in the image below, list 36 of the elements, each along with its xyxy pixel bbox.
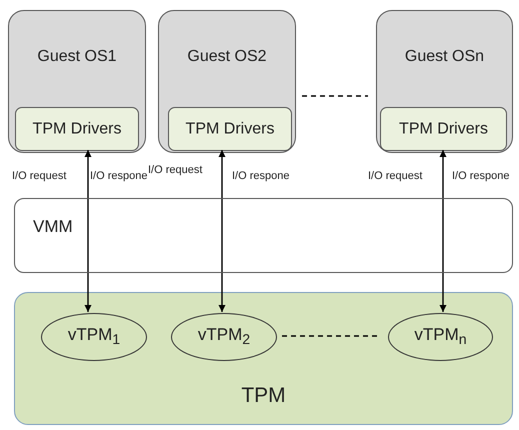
arrow-label: I/O respone (90, 170, 148, 182)
node-label: vTPM$_{n}$ (414, 324, 467, 350)
arrow-label: I/O request (148, 164, 202, 176)
driver-box (168, 107, 292, 151)
arrow-label: I/O respone (452, 170, 510, 182)
box-title: VMM (33, 217, 73, 238)
double-arrow (440, 273, 446, 312)
driver-box (15, 107, 139, 151)
driver-box (380, 107, 507, 151)
guest-os-box (158, 10, 296, 153)
box-title: Guest OS2 (187, 47, 267, 66)
ellipse-node (388, 313, 493, 361)
node-label: vTPM$_{1}$ (68, 324, 120, 350)
box-label: TPM Drivers (32, 119, 122, 139)
box-title: Guest OS1 (37, 47, 117, 66)
double-arrow (440, 150, 446, 198)
node-label: vTPM$_{2}$ (198, 324, 250, 350)
guest-os-box (8, 10, 146, 153)
arrow-label: I/O request (368, 170, 422, 182)
arrow-label: I/O request (12, 170, 66, 182)
double-arrow (84, 273, 92, 312)
box-title: Guest OSn (404, 47, 484, 66)
box-label: TPM Drivers (186, 119, 274, 139)
layer-box (14, 198, 513, 273)
double-arrow (84, 150, 92, 198)
guest-os-box (376, 10, 513, 153)
ellipse-node (41, 313, 147, 361)
dashed-line (302, 95, 368, 97)
layer-box (14, 292, 513, 425)
double-arrow (218, 273, 226, 312)
arrow-label: I/O respone (232, 170, 290, 182)
box-label: TPM Drivers (399, 119, 488, 139)
ellipse-node (171, 313, 277, 361)
dashed-line (282, 335, 379, 337)
double-arrow (218, 150, 226, 198)
box-title: TPM (241, 382, 286, 408)
